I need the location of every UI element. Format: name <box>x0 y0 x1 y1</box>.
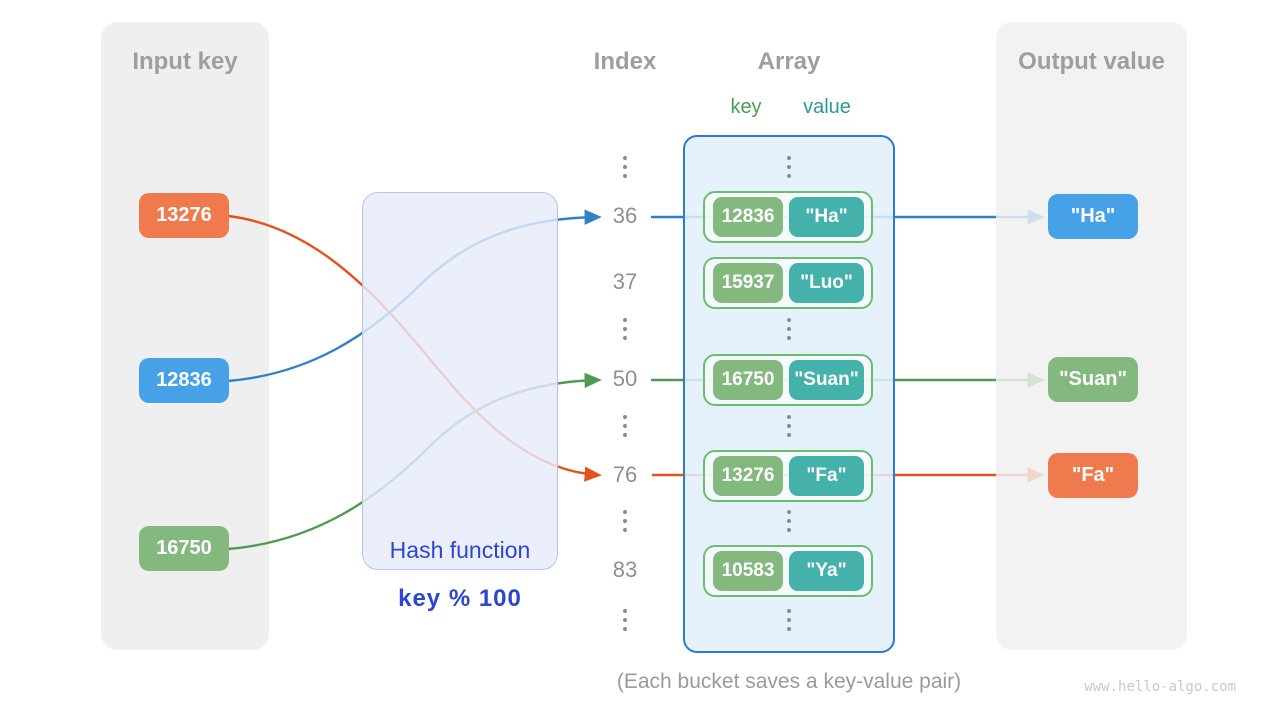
bucket-row: 10583 "Ya" <box>703 545 873 597</box>
bucket-key: 13276 <box>713 456 783 496</box>
bucket-key: 16750 <box>713 360 783 400</box>
bucket-value: "Ha" <box>789 197 864 237</box>
bucket-key: 15937 <box>713 263 783 303</box>
input-key-16750: 16750 <box>139 526 229 571</box>
index-50: 50 <box>612 366 638 391</box>
ellipsis-icon <box>623 510 627 532</box>
input-key-12836: 12836 <box>139 358 229 403</box>
index-83: 83 <box>612 557 638 582</box>
key-header: key <box>730 96 762 118</box>
hash-function-label: Hash function <box>389 537 531 563</box>
hash-formula: key % 100 <box>398 585 522 612</box>
ellipsis-icon <box>787 156 791 178</box>
ellipsis-icon <box>623 156 627 178</box>
bucket-row: 15937 "Luo" <box>703 257 873 309</box>
value-header: value <box>803 96 851 118</box>
ellipsis-icon <box>787 510 791 532</box>
ellipsis-icon <box>623 318 627 340</box>
ellipsis-icon <box>787 609 791 631</box>
output-value-fa: "Fa" <box>1048 453 1138 498</box>
hash-function-box: Hash function key % 100 <box>362 192 558 612</box>
bucket-row: 13276 "Fa" <box>703 450 873 502</box>
caption: (Each bucket saves a key-value pair) <box>616 670 962 693</box>
bucket-row: 16750 "Suan" <box>703 354 873 406</box>
index-36: 36 <box>612 203 638 228</box>
bucket-key: 12836 <box>713 197 783 237</box>
bucket-value: "Ya" <box>789 551 864 591</box>
output-panel-title: Output value <box>1018 48 1165 75</box>
bucket-row: 12836 "Ha" <box>703 191 873 243</box>
index-76: 76 <box>612 462 638 487</box>
output-value-ha: "Ha" <box>1048 194 1138 239</box>
bucket-value: "Fa" <box>789 456 864 496</box>
ellipsis-icon <box>623 609 627 631</box>
output-value-suan: "Suan" <box>1048 357 1138 402</box>
ellipsis-icon <box>623 415 627 437</box>
ellipsis-icon <box>787 415 791 437</box>
output-panel <box>996 22 1187 650</box>
index-37: 37 <box>612 269 638 294</box>
ellipsis-icon <box>787 318 791 340</box>
bucket-value: "Luo" <box>789 263 864 303</box>
bucket-value: "Suan" <box>789 360 864 400</box>
watermark: www.hello-algo.com <box>1084 679 1236 695</box>
bucket-key: 10583 <box>713 551 783 591</box>
array-column-title: Array <box>757 48 821 75</box>
index-column-title: Index <box>593 48 657 75</box>
input-panel-title: Input key <box>132 48 238 75</box>
input-key-13276: 13276 <box>139 193 229 238</box>
